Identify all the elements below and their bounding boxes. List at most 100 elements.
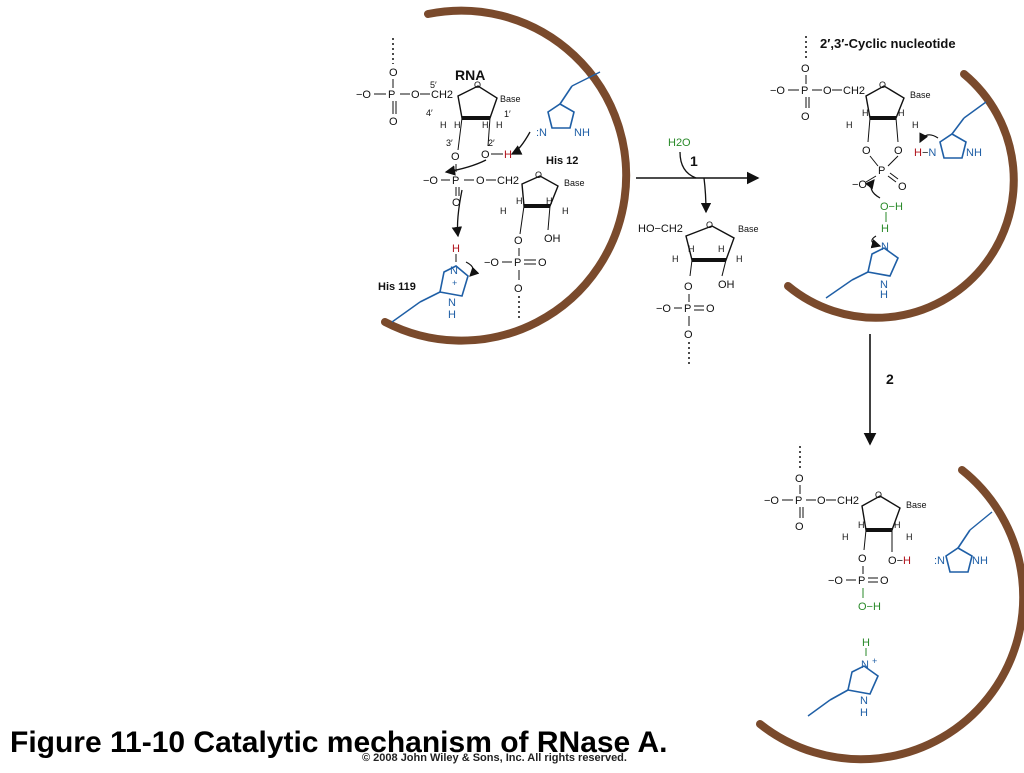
- atom-oh: OH: [544, 233, 561, 245]
- atom-p: P: [795, 495, 802, 507]
- atom-o: O: [795, 521, 804, 533]
- atom-o: O: [538, 257, 547, 269]
- atom-p: P: [858, 575, 865, 587]
- water-h: H: [881, 223, 889, 235]
- cyclic-title: 2′,3′-Cyclic nucleotide: [820, 36, 956, 51]
- his119-n: N: [881, 241, 889, 253]
- label-2prime: 2′: [488, 138, 495, 148]
- atom-o: O: [823, 85, 832, 97]
- his119-n: N: [861, 659, 869, 671]
- enzyme-pocket-1: [381, 6, 631, 345]
- base-label: Base: [564, 178, 585, 188]
- atom-o: O: [706, 303, 715, 315]
- his119-nh-n: N: [860, 695, 868, 707]
- atom-h: H: [906, 532, 913, 542]
- atom-o: O: [514, 283, 523, 295]
- his12-nh: NH: [972, 555, 988, 567]
- atom-o: O: [481, 149, 490, 161]
- atom-o: O: [898, 181, 907, 193]
- released-base: Base: [738, 224, 759, 234]
- atom-h: H: [454, 120, 461, 130]
- atom-o: O: [452, 197, 461, 209]
- his12-n: :N: [536, 127, 547, 139]
- atom-o: O: [389, 67, 398, 79]
- atom-o: O: [476, 175, 485, 187]
- his119-nh-h: H: [860, 707, 868, 719]
- atom-h: H: [842, 532, 849, 542]
- atom-h: H: [546, 196, 553, 206]
- atom-h: H: [562, 206, 569, 216]
- atom-o: O: [801, 63, 810, 75]
- atom-h: H: [516, 196, 523, 206]
- ring-o: O: [535, 170, 542, 180]
- atom-o-minus: −O: [656, 303, 671, 315]
- atom-o: O: [862, 145, 871, 157]
- atom-o-minus: −O: [764, 495, 779, 507]
- atom-o: O: [801, 111, 810, 123]
- atom-h: H: [440, 120, 447, 130]
- his12-nh: NH: [574, 127, 590, 139]
- his119-nh-h: H: [880, 289, 888, 301]
- released-ho-ch2: HO−CH2: [638, 223, 683, 235]
- atom-o-minus: −O: [423, 175, 438, 187]
- his12-label: His 12: [546, 155, 578, 167]
- label-4prime: 4′: [426, 108, 433, 118]
- enzyme-pocket-3: [756, 466, 1024, 764]
- atom-o-minus: −O: [356, 89, 371, 101]
- his12-n: :N: [934, 555, 945, 567]
- atom-h: H: [736, 254, 743, 264]
- water-o-h: O−H: [880, 201, 903, 213]
- atom-p: P: [452, 175, 459, 187]
- atom-o: O: [858, 553, 867, 565]
- proton-h: H: [504, 149, 512, 161]
- step1-label: 1: [690, 153, 698, 169]
- cyclic-p: P: [878, 165, 885, 177]
- released-oh: OH: [718, 279, 735, 291]
- atom-h: H: [688, 244, 695, 254]
- label-3prime: 3′: [446, 138, 453, 148]
- atom-h: H: [482, 120, 489, 130]
- his119-plus: +: [452, 278, 457, 288]
- atom-ch2: CH2: [837, 495, 859, 507]
- atom-o: O: [880, 575, 889, 587]
- atom-o: O: [894, 145, 903, 157]
- his119-nh-h: H: [448, 309, 456, 321]
- atom-h: H: [846, 120, 853, 130]
- ring-o: O: [875, 490, 882, 500]
- water-in-arrow: [679, 151, 697, 179]
- atom-o-minus: −O: [484, 257, 499, 269]
- his119-nh-n: N: [448, 297, 456, 309]
- atom-h: H: [496, 120, 503, 130]
- atom-o: O: [795, 473, 804, 485]
- product-oh: O−H: [858, 601, 881, 613]
- atom-h: H: [500, 206, 507, 216]
- base-label: Base: [500, 94, 521, 104]
- his119-nh-n: N: [880, 279, 888, 291]
- atom-o: O: [514, 235, 523, 247]
- atom-p: P: [801, 85, 808, 97]
- atom-h: H: [858, 520, 865, 530]
- atom-o-minus: −O: [852, 179, 867, 191]
- product-2oh: O−H: [888, 555, 911, 567]
- his119-green-h: H: [862, 637, 870, 649]
- atom-o: O: [411, 89, 420, 101]
- water-label: H2O: [668, 137, 691, 149]
- his119-plus: +: [872, 656, 877, 666]
- rna-title: RNA: [455, 67, 485, 83]
- his12-nh: NH: [966, 147, 982, 159]
- atom-o: O: [684, 281, 693, 293]
- atom-o: O: [389, 116, 398, 128]
- atom-o-minus: −O: [828, 575, 843, 587]
- atom-p: P: [684, 303, 691, 315]
- atom-o-minus: −O: [770, 85, 785, 97]
- atom-h: H: [862, 108, 869, 118]
- figure-caption: Figure 11-10 Catalytic mechanism of RNas…: [10, 726, 668, 759]
- enzyme-pocket-2: [784, 70, 1018, 322]
- atom-p: P: [514, 257, 521, 269]
- atom-ch2: CH2: [843, 85, 865, 97]
- label-5prime: 5′: [430, 80, 437, 90]
- atom-h: H: [894, 520, 901, 530]
- his12-h-n-plus: H−N: [914, 147, 936, 159]
